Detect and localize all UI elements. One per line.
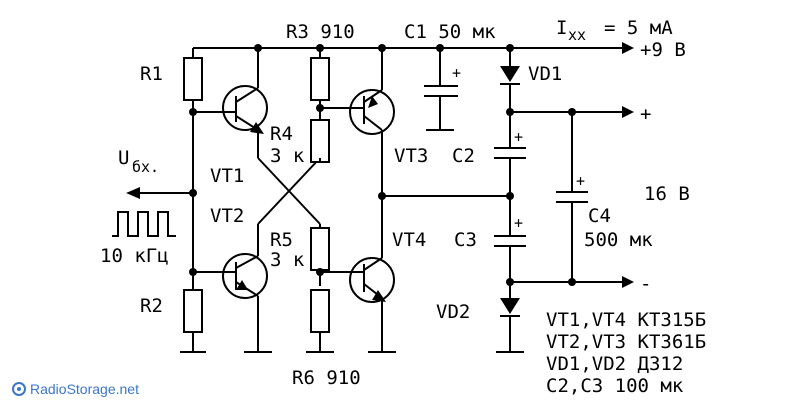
label-c4-val: 500 мк [584, 229, 653, 251]
resistor-r4 [310, 110, 330, 163]
transistor-vt4 [349, 196, 396, 353]
parts-list-line-2: VT2,VT3 КТ361Б [546, 331, 706, 353]
transistor-vt1 [222, 48, 268, 158]
parts-list-line-3: VD1,VD2 Д312 [546, 353, 683, 375]
label-vd1: VD1 [528, 63, 562, 85]
label-c1: C1 50 мк [404, 21, 496, 43]
svg-text:+: + [576, 172, 585, 190]
input-node [126, 108, 222, 276]
resistor-r1 [183, 48, 203, 112]
label-r5-val: 3 к [270, 249, 305, 271]
label-plus9: +9 В [640, 39, 686, 61]
capacitor-c4: + [556, 112, 588, 286]
parts-list-line-4: C2,C3 100 мк [546, 375, 684, 397]
label-vd2: VD2 [436, 301, 470, 323]
resistor-r2 [180, 272, 206, 353]
watermark-text: RadioStorage.net [30, 381, 139, 397]
svg-text:+: + [514, 128, 523, 146]
transistor-vt2 [222, 224, 272, 353]
label-vt3: VT3 [394, 145, 428, 167]
resistor-r5 [310, 224, 350, 286]
diode-vd2 [496, 282, 524, 353]
label-c4: C4 [588, 205, 611, 227]
label-ixx-val: = 5 мА [604, 17, 673, 39]
minus-output [506, 276, 634, 288]
label-vt4: VT4 [392, 229, 426, 251]
transistor-vt3 [349, 48, 395, 196]
label-uin-sub: бх. [132, 158, 159, 176]
cross-connection [257, 157, 321, 225]
label-16v: 16 В [644, 183, 690, 205]
resistor-r6 [306, 289, 334, 353]
capacitor-c3: + [494, 214, 526, 282]
label-minus-out: - [640, 273, 651, 295]
label-plus-out: + [640, 103, 651, 125]
resistor-r3 [310, 48, 350, 112]
label-r6: R6 910 [292, 367, 361, 389]
watermark: RadioStorage.net [12, 381, 139, 397]
label-c2: C2 [452, 145, 475, 167]
label-uin-u: U [118, 147, 129, 169]
label-r4-val: 3 к [270, 145, 305, 167]
label-vt1: VT1 [210, 165, 244, 187]
label-c3: C3 [454, 229, 477, 251]
label-ixx-sub: хх [568, 26, 586, 44]
parts-list-line-1: VT1,VT4 КТ315Б [546, 309, 706, 331]
label-r3: R3 910 [286, 21, 355, 43]
svg-text:+: + [452, 64, 461, 82]
capacitor-c2: + [494, 112, 526, 236]
label-r2: R2 [140, 295, 163, 317]
diode-vd1 [500, 48, 520, 116]
label-r5: R5 [270, 229, 293, 251]
label-ixx-i: I [556, 17, 567, 39]
svg-text:+: + [514, 214, 523, 232]
capacitor-c1: + [424, 48, 461, 131]
label-r4: R4 [270, 123, 293, 145]
radio-logo-icon [12, 382, 26, 396]
label-frequency: 10 кГц [100, 245, 169, 267]
midpoint-node [378, 192, 514, 200]
square-wave-icon [112, 211, 176, 237]
label-r1: R1 [140, 63, 163, 85]
label-vt2: VT2 [210, 205, 244, 227]
